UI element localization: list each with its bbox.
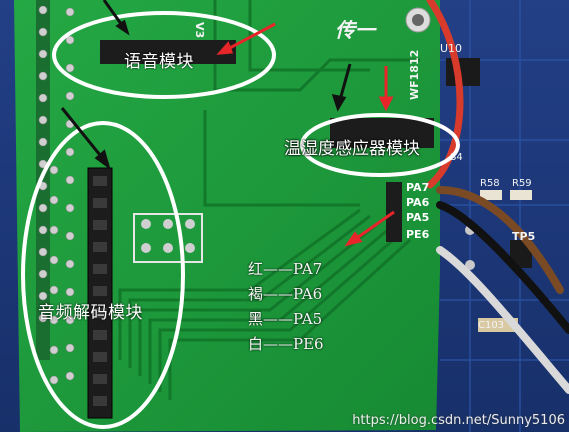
u10-chip	[446, 58, 480, 86]
sensor-module-ring	[300, 113, 460, 177]
wire-color-brown: 褐	[248, 285, 264, 303]
voice-module-label: 语音模块	[124, 52, 194, 72]
temp-humidity-module-label: 温湿度感应器模块	[284, 139, 420, 159]
wire-mapping-legend: 红——PA7 褐——PA6 黑——PA5 白——PE6	[248, 258, 324, 354]
resistor-r59	[510, 190, 532, 200]
pin-label-pa5: PA5	[406, 211, 430, 224]
wire-pin-pa7: PA7	[293, 260, 323, 278]
v3-label: V3	[193, 22, 206, 39]
blue-pads	[465, 260, 475, 270]
wire-dash: ——	[263, 285, 294, 303]
wires	[426, 0, 569, 394]
wire-row-red: 红——PA7	[248, 258, 324, 279]
pin-label-pa6: PA6	[406, 196, 430, 209]
board-id: WF1812	[408, 49, 421, 100]
audio-decoder-header-slots	[93, 176, 107, 406]
wire-color-red: 红	[248, 260, 264, 278]
watermark: https://blog.csdn.net/Sunny5106	[352, 413, 565, 428]
green-pcb	[14, 0, 440, 432]
wire-color-white: 白	[248, 335, 264, 353]
c103-label: C103	[478, 320, 505, 331]
pin-label-pa7: PA7	[406, 181, 430, 194]
mounting-hole	[412, 14, 424, 26]
r59-label: R59	[512, 178, 532, 189]
wire-dash: ——	[263, 310, 294, 328]
wire-row-white: 白——PE6	[248, 333, 324, 354]
r58-label: R58	[480, 178, 500, 189]
wire-pin-pa5: PA5	[293, 310, 323, 328]
voice-module-header	[100, 40, 236, 64]
brand-logo: 传一	[335, 18, 375, 42]
tp5-pad	[510, 240, 532, 268]
wire-color-black: 黑	[248, 310, 264, 328]
wire-row-black: 黑——PA5	[248, 308, 324, 329]
wire-pin-pe6: PE6	[293, 335, 324, 353]
wire-dash: ——	[263, 260, 294, 278]
wire-dash: ——	[263, 335, 294, 353]
pad-cluster-frame	[133, 213, 203, 263]
voice-module-ring	[52, 11, 276, 99]
sensor-header	[330, 118, 434, 148]
red-arrows	[216, 22, 395, 247]
audio-decoder-ring	[21, 121, 185, 429]
resistor-r58	[480, 190, 502, 200]
pad-cluster	[141, 219, 195, 253]
pin-label-pe6: PE6	[406, 228, 430, 241]
u10-label: U10	[440, 42, 463, 55]
black-arrows	[60, 0, 352, 170]
pcb-traces	[118, 0, 420, 400]
wire-row-brown: 褐——PA6	[248, 283, 324, 304]
tp5-label: TP5	[512, 230, 536, 243]
s4-label: S4	[450, 152, 463, 163]
base-board-traces	[440, 0, 569, 432]
left-pin-column	[36, 0, 75, 385]
wire-pin-pa6: PA6	[293, 285, 323, 303]
audio-decoder-module-label: 音频解码模块	[38, 303, 143, 323]
